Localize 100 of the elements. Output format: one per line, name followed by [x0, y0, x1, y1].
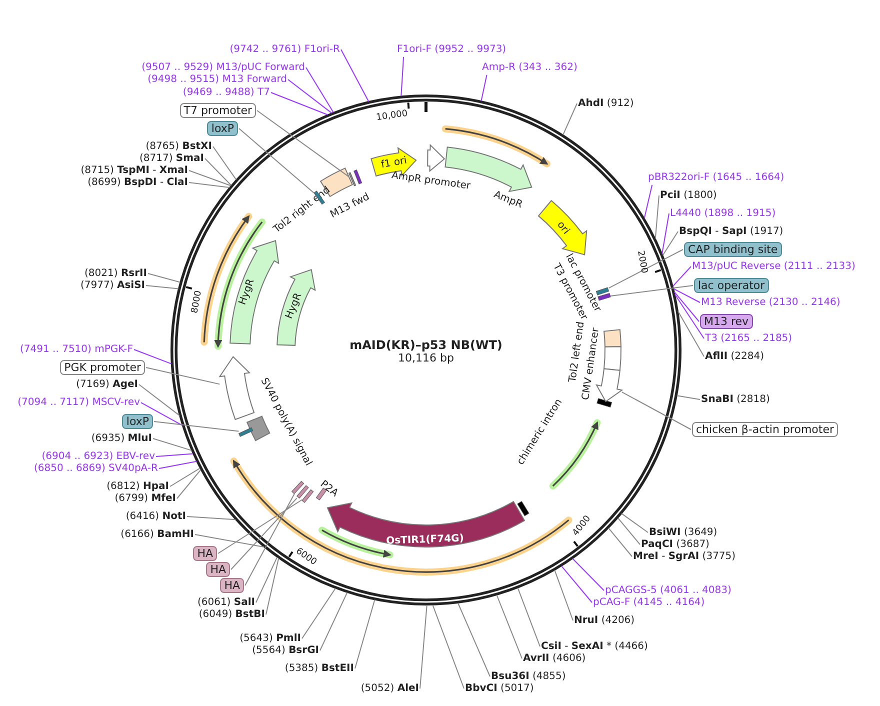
primer-label: (7491 .. 7510) mPGK-F [20, 343, 133, 356]
leader-line [218, 499, 302, 554]
primer-label: (9507 .. 9529) M13/pUC Forward [142, 61, 305, 74]
feature-shape [219, 356, 255, 420]
site-label: SnaBI (2818) [701, 393, 770, 406]
leader-line [678, 310, 704, 357]
leader-line [188, 170, 232, 186]
leader-line [340, 49, 370, 102]
leader-line [654, 195, 660, 240]
leader-line [194, 534, 265, 548]
leader-line [270, 92, 328, 116]
leader-line [170, 468, 201, 487]
leader-line [672, 266, 692, 287]
primer-label: pCAG-F (4145 .. 4164) [593, 596, 705, 609]
feature-tag: M13 rev [700, 314, 753, 329]
leader-line [354, 599, 376, 669]
gene-feature: HygR [276, 269, 316, 346]
leader-line [152, 438, 192, 451]
site-label: (5052) AleI [360, 682, 419, 695]
feature-tag: lac operator [694, 278, 769, 293]
site-label: AflII (2284) [705, 350, 764, 363]
leader-line [186, 516, 236, 520]
feature-tag: T7 promoter [180, 103, 256, 118]
leader-line [256, 556, 278, 603]
site-label: PaqCI (3687) [641, 538, 710, 551]
leader-line [554, 570, 574, 621]
leader-line [457, 602, 490, 677]
feature-tag: loxP [122, 414, 153, 429]
primer-label: (7094 .. 7117) MSCV-rev [18, 396, 140, 409]
site-label: BsiWI (3649) [649, 526, 718, 539]
site-label: (8765) BstXI [146, 140, 212, 153]
gene-feature: HygR [230, 240, 280, 344]
leader-line [608, 528, 632, 557]
site-label: (8717) SmaI [139, 152, 204, 165]
feature-tag: HA [206, 562, 230, 577]
site-label: (6166) BamHI [120, 528, 194, 541]
primer-label: pCAGGS-5 (4061 .. 4083) [605, 584, 732, 597]
primer-label: L4440 (1898 .. 1915) [670, 207, 776, 220]
site-label: (6799) MfeI [114, 492, 176, 505]
leader-line [266, 558, 280, 615]
site-label: PciI (1800) [660, 189, 717, 202]
plasmid-name: mAID(KR)–p53 NB(WT) [350, 338, 502, 352]
feature-marker [296, 485, 309, 498]
site-label: (6935) MluI [91, 432, 152, 445]
leader-line [148, 273, 181, 283]
leader-line [176, 469, 202, 499]
leader-line [673, 288, 700, 303]
tick-label: 2000 [635, 250, 649, 274]
primer-label: (9498 .. 9515) M13 Forward [148, 73, 287, 86]
leader-line [138, 384, 180, 416]
feature-marker [238, 427, 254, 437]
site-label: Bsu36I (4855) [491, 670, 566, 683]
site-label: CsiI - SexAI* (4466) [541, 640, 648, 653]
leader-line [400, 56, 404, 97]
leader-line [154, 421, 240, 432]
site-label: BbvCI (5017) [465, 682, 534, 695]
leader-line [306, 67, 334, 113]
leader-line [676, 395, 700, 400]
feature-tag: HA [193, 546, 217, 561]
leader-line [480, 74, 488, 102]
site-label: (7977) AsiSI [80, 279, 145, 292]
leader-line [662, 213, 670, 254]
leader-line [621, 392, 692, 430]
leader-line [610, 285, 694, 297]
leader-line [674, 294, 704, 339]
primer-label: M13 Reverse (2130 .. 2146) [701, 296, 840, 309]
primer-label: M13/pUC Reverse (2111 .. 2133) [692, 260, 856, 273]
leader-line [561, 566, 592, 603]
leader-line [420, 604, 428, 689]
leader-line [320, 592, 348, 651]
feature-tag: PGK promoter [60, 360, 145, 375]
leader-line [238, 128, 314, 194]
leader-line [146, 285, 179, 290]
feature-marker [292, 481, 304, 494]
site-label: NruI (4206) [574, 614, 635, 627]
primer-label: (9469 .. 9488) T7 [182, 86, 270, 99]
site-label: AhdI (912) [578, 97, 634, 110]
leader-line [617, 517, 640, 545]
site-label: AvrII (4606) [523, 652, 586, 665]
plasmid-size: 10,116 bp [398, 352, 454, 364]
leader-line [204, 158, 232, 186]
leader-line [674, 291, 700, 322]
feature-tag: loxP [207, 121, 238, 136]
site-label: (5564) BsrGI [252, 644, 319, 657]
feature-tag: chicken β-actin promoter [692, 422, 838, 437]
tick-label: 10,000 [376, 108, 408, 124]
leader-line [517, 587, 540, 647]
primer-label: F1ori-F (9952 .. 9973) [397, 43, 506, 56]
primer-label: Amp-R (343 .. 362) [482, 61, 578, 74]
feature-marker [348, 172, 356, 186]
leader-line [288, 79, 332, 114]
site-label: BspQI - SapI (1917) [679, 225, 784, 238]
leader-line [302, 588, 336, 639]
feature-tag: HA [220, 578, 244, 593]
leader-line [572, 558, 604, 591]
site-label: (8021) RsrII [84, 267, 147, 280]
site-label: (5643) PmlI [240, 632, 301, 645]
leader-line [432, 604, 464, 689]
leader-line [496, 594, 522, 659]
primer-label: (6850 .. 6869) SV40pA-R [34, 462, 158, 475]
